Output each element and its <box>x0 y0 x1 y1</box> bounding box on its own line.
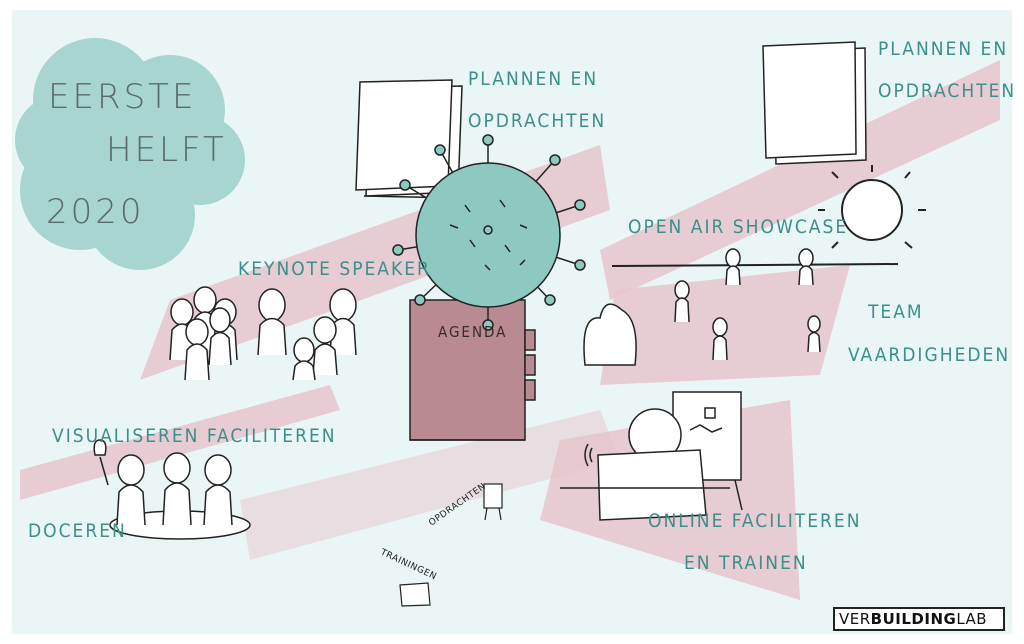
ribbon-left-2 <box>20 385 340 500</box>
title-line-3: 2020 <box>46 192 145 232</box>
paper-stack-icon <box>762 41 867 165</box>
ribbon-right-1 <box>600 60 1000 300</box>
teaching-group <box>109 452 251 540</box>
label-en-trainen: EN TRAINEN <box>684 552 808 574</box>
label-doceren: DOCEREN <box>28 520 127 542</box>
label-open-air-showcase: OPEN AIR SHOWCASE <box>628 216 849 238</box>
paper-stack-icon <box>355 79 463 199</box>
label-plannen-left: PLANNEN EN <box>468 68 599 90</box>
logo-part-building: BUILDING <box>870 610 957 628</box>
label-plannen-right: PLANNEN EN <box>878 38 1009 60</box>
logo-part-lab: LAB <box>956 610 988 628</box>
title-line-1: EERSTE <box>48 77 197 117</box>
agenda-book-icon <box>409 299 536 441</box>
label-opdrachten-left: OPDRACHTEN <box>468 110 607 132</box>
label-keynote-speaker: KEYNOTE SPEAKER <box>238 258 431 280</box>
title-line-2: HELFT <box>106 130 227 170</box>
logo-part-ver: VER <box>839 610 871 628</box>
small-flipchart-icon <box>483 483 503 521</box>
label-team: TEAM <box>868 301 924 323</box>
label-opdrachten-right: OPDRACHTEN <box>878 80 1017 102</box>
sun-icon <box>818 165 926 249</box>
virus-icon <box>392 134 586 331</box>
label-online-faciliteren: ONLINE FACILITEREN <box>648 510 862 532</box>
showcase-horizon-line <box>611 263 899 267</box>
label-visualiseren-faciliteren: VISUALISEREN FACILITEREN <box>52 425 337 447</box>
people-icon <box>674 248 821 361</box>
laptop-icon <box>560 408 730 521</box>
title-cloud <box>15 38 245 270</box>
label-agenda: AGENDA <box>438 323 508 341</box>
verbuildinglab-logo: VERBUILDINGLAB <box>833 607 1005 631</box>
small-box-icon <box>399 582 431 607</box>
small-cloud <box>583 303 637 366</box>
ribbon-bottom <box>240 410 620 560</box>
label-vaardigheden: VAARDIGHEDEN <box>848 344 1011 366</box>
audience-people <box>169 286 357 381</box>
lightbulb-icon <box>93 439 109 486</box>
